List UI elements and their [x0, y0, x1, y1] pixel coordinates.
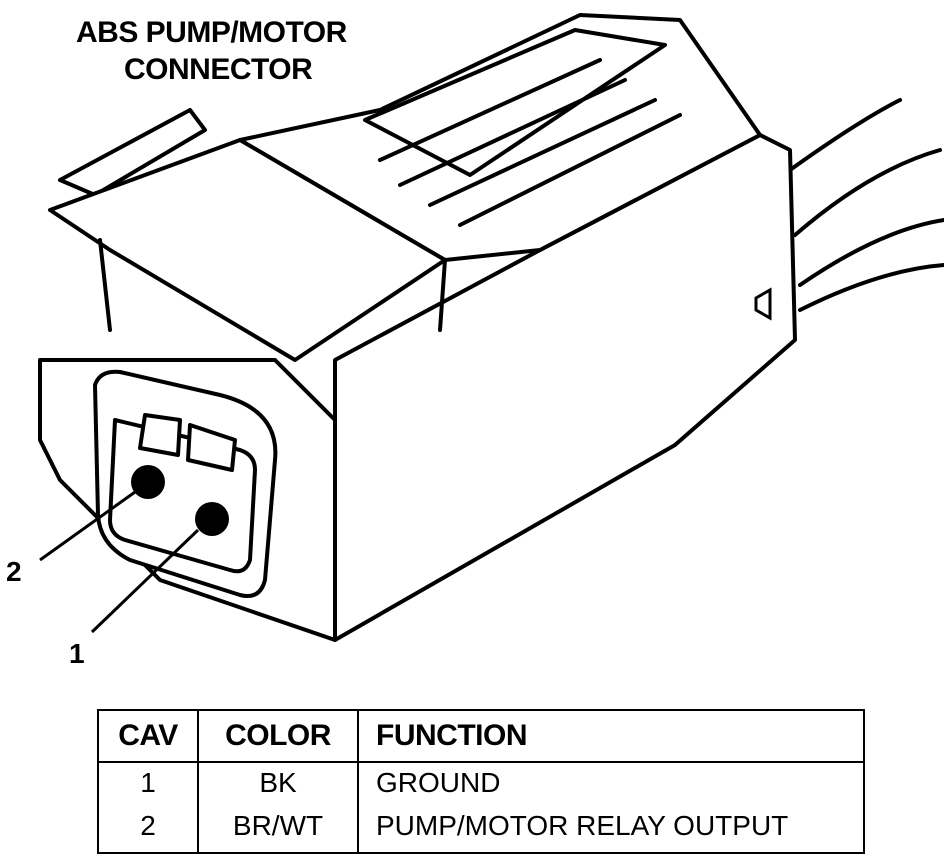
wire-2 [793, 148, 942, 237]
table-row: 2 BR/WT PUMP/MOTOR RELAY OUTPUT [98, 809, 864, 853]
wire-3 [798, 218, 944, 287]
cell-color: BR/WT [198, 809, 359, 853]
cell-cav: 2 [98, 809, 199, 853]
table-row: 1 BK GROUND [98, 762, 864, 810]
header-color: COLOR [198, 710, 359, 763]
cell-function: PUMP/MOTOR RELAY OUTPUT [376, 809, 789, 841]
callout-cavity-2: 2 [6, 556, 22, 587]
title-line-2: CONNECTOR [124, 53, 313, 86]
table-header-row: CAV COLOR FUNCTION [98, 710, 864, 763]
diagram-title: ABS PUMP/MOTOR CONNECTOR [76, 14, 396, 88]
cavity-1-pin [195, 502, 229, 536]
header-function: FUNCTION [358, 710, 864, 763]
title-line-1: ABS PUMP/MOTOR [76, 16, 347, 49]
cell-color: BK [198, 762, 359, 810]
polarity-mark [754, 287, 772, 321]
leader-line-2 [39, 490, 136, 562]
cavity-2-pin [131, 465, 165, 499]
pinout-table: CAV COLOR FUNCTION 1 BK GROUND 2 BR/WT P… [97, 709, 865, 854]
locking-tab [58, 108, 207, 197]
callout-cavity-1: 1 [69, 638, 85, 669]
cell-function: GROUND [376, 767, 501, 798]
leader-line-1 [90, 528, 200, 634]
wire-1 [788, 98, 902, 172]
wire-4 [798, 263, 944, 312]
header-cav: CAV [98, 710, 199, 763]
connector-illustration [38, 13, 944, 642]
cell-cav: 1 [98, 762, 199, 810]
